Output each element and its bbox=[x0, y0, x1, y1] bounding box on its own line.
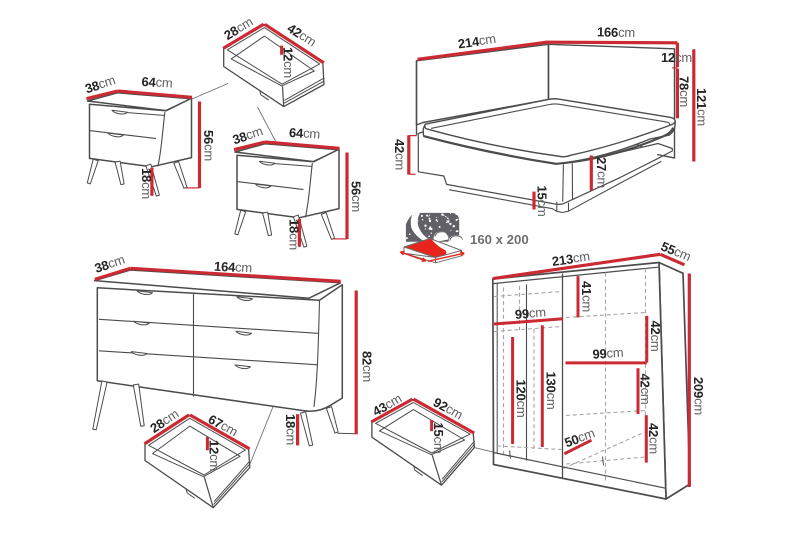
svg-text:120cm: 120cm bbox=[513, 379, 528, 417]
svg-text:12cm: 12cm bbox=[280, 47, 295, 78]
svg-text:42cm: 42cm bbox=[646, 423, 661, 454]
svg-text:164cm: 164cm bbox=[214, 259, 253, 276]
svg-text:41cm: 41cm bbox=[579, 281, 594, 312]
svg-text:42cm: 42cm bbox=[392, 139, 407, 170]
svg-text:18cm: 18cm bbox=[139, 168, 154, 199]
svg-text:12cm: 12cm bbox=[661, 50, 692, 65]
svg-text:18cm: 18cm bbox=[286, 219, 301, 250]
svg-text:82cm: 82cm bbox=[359, 351, 374, 382]
svg-text:209cm: 209cm bbox=[691, 377, 706, 415]
svg-text:15cm: 15cm bbox=[535, 186, 550, 217]
svg-text:121cm: 121cm bbox=[694, 88, 709, 126]
svg-text:166cm: 166cm bbox=[597, 24, 636, 40]
svg-text:56cm: 56cm bbox=[348, 181, 363, 212]
svg-text:99cm: 99cm bbox=[514, 305, 546, 322]
svg-text:15cm: 15cm bbox=[431, 423, 446, 454]
svg-text:12cm: 12cm bbox=[207, 440, 222, 471]
svg-text:18cm: 18cm bbox=[283, 414, 298, 445]
svg-text:78cm: 78cm bbox=[676, 76, 691, 107]
svg-text:42cm: 42cm bbox=[637, 374, 652, 405]
svg-text:64cm: 64cm bbox=[141, 74, 173, 91]
svg-text:27cm: 27cm bbox=[594, 157, 609, 188]
svg-text:64cm: 64cm bbox=[289, 125, 321, 142]
svg-text:56cm: 56cm bbox=[201, 130, 216, 161]
svg-text:42cm: 42cm bbox=[648, 321, 663, 352]
svg-text:99cm: 99cm bbox=[592, 345, 624, 362]
svg-text:130cm: 130cm bbox=[543, 371, 558, 409]
svg-text:160 x 200: 160 x 200 bbox=[470, 232, 529, 247]
